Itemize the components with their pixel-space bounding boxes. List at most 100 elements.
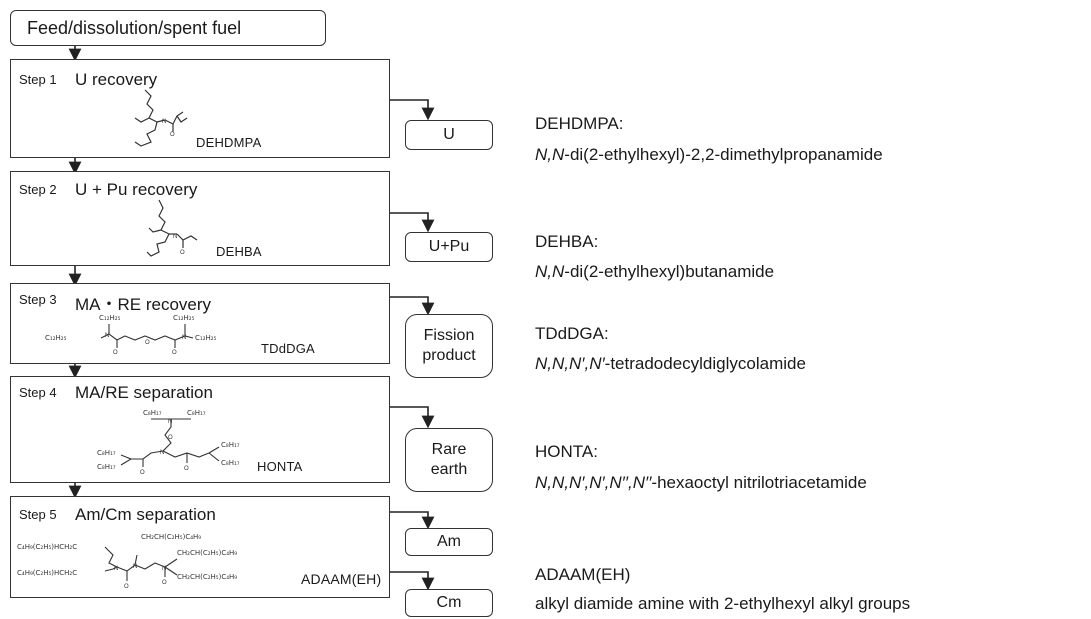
step-4-label: Step 4 — [19, 385, 57, 400]
s4-right-a-sub: C₈H₁₇ — [221, 441, 240, 449]
output-u: U — [405, 120, 493, 150]
s4-top-right-sub: C₈H₁₇ — [187, 409, 206, 417]
feed-box: Feed/dissolution/spent fuel — [10, 10, 326, 46]
svg-text:O: O — [170, 132, 175, 138]
arrow-step5-am — [390, 511, 435, 530]
desc-full-adaam-eh: alkyl diamide amine with 2-ethylhexyl al… — [535, 594, 910, 614]
dehdmpa-structure: N O — [134, 89, 188, 147]
step-2-extractant: DEHBA — [216, 244, 262, 259]
desc-full-dehba: N,N-di(2-ethylhexyl)butanamide — [535, 262, 774, 282]
output-fission-product-label: Fission product — [422, 326, 475, 366]
s5-l2-sub: C₄H₉(C₂H₅)HCH₂C — [17, 569, 77, 577]
rare-line-2: earth — [430, 461, 468, 478]
arrow-step1-u — [390, 99, 435, 121]
step-2-box: Step 2 U + Pu recovery N O DEHBA — [10, 171, 390, 266]
arrow-step5-cm — [390, 571, 435, 591]
desc-rest-dehba: -di(2-ethylhexyl)butanamide — [564, 262, 775, 281]
tddga-structure: C₁₂H₂₅ C₁₂H₂₅ C₁₂H₂₅ C₁₂H₂₅ N N O O O — [45, 314, 217, 356]
svg-text:O: O — [145, 340, 150, 346]
svg-text:N: N — [160, 450, 164, 456]
desc-rest-honta: -hexaoctyl nitrilotriacetamide — [651, 473, 867, 492]
step-1-box: Step 1 U recovery N O DEHDMPA — [10, 59, 390, 158]
rare-line-1: Rare — [431, 441, 467, 458]
arrow-step2-upu — [390, 212, 435, 233]
step-5-box: Step 5 Am/Cm separation C₄H₉(C₂H₅)HCH₂C … — [10, 496, 390, 598]
output-u-pu-label: U+Pu — [428, 238, 470, 255]
desc-rest-dehdmpa: -di(2-ethylhexyl)-2,2-dimethylpropanamid… — [564, 145, 883, 164]
step-4-box: Step 4 MA/RE separation C₈H₁₇ C₈H₁₇ C₈H₁… — [10, 376, 390, 483]
s5-t-sub: CH₂CH(C₂H₅)C₄H₉ — [141, 533, 201, 541]
svg-text:O: O — [124, 584, 129, 590]
desc-name-adaam-eh: ADAAM(EH) — [535, 565, 631, 584]
honta-structure: C₈H₁₇ C₈H₁₇ C₈H₁₇ C₈H₁₇ C₈H₁₇ C₈H₁₇ N N … — [97, 409, 240, 476]
s4-top-left-sub: C₈H₁₇ — [143, 409, 162, 417]
desc-rest-adaam-eh: alkyl diamide amine with 2-ethylhexyl al… — [535, 594, 911, 613]
output-rare-earth: Rare earth — [405, 428, 493, 492]
svg-text:N: N — [168, 419, 172, 425]
svg-text:N: N — [182, 335, 186, 341]
output-am: Am — [405, 528, 493, 556]
output-cm: Cm — [405, 589, 493, 617]
s5-r2-sub: CH₂CH(C₂H₅)C₄H₉ — [177, 573, 237, 581]
svg-text:O: O — [180, 250, 185, 256]
s3-top-right-sub: C₁₂H₂₅ — [173, 314, 195, 322]
desc-full-dehdmpa: N,N-di(2-ethylhexyl)-2,2-dimethylpropana… — [535, 145, 883, 165]
step-3-box: Step 3 MA・RE recovery C₁₂H₂₅ C₁₂H₂₅ C₁₂H… — [10, 283, 390, 364]
output-cm-label: Cm — [436, 594, 462, 611]
step-3-label: Step 3 — [19, 292, 57, 307]
step-1-extractant: DEHDMPA — [196, 135, 262, 150]
s4-right-b-sub: C₈H₁₇ — [221, 459, 240, 467]
arrow-step4-rare — [390, 406, 435, 429]
step-5-extractant: ADAAM(EH) — [301, 571, 382, 587]
feed-label: Feed/dissolution/spent fuel — [27, 17, 242, 38]
svg-text:N: N — [162, 119, 166, 125]
desc-name-dehdmpa: DEHDMPA: — [535, 114, 624, 133]
s4-left-a-sub: C₈H₁₇ — [97, 449, 116, 457]
step-3-title: MA・RE recovery — [75, 295, 212, 314]
fission-line-1: Fission — [423, 327, 475, 344]
step-4-title: MA/RE separation — [75, 383, 213, 402]
step-3-extractant: TDdDGA — [261, 341, 315, 356]
desc-name-tddga: TDdDGA: — [535, 324, 609, 343]
desc-name-dehba: DEHBA: — [535, 232, 599, 251]
step-5-title: Am/Cm separation — [75, 505, 216, 524]
svg-text:N: N — [173, 234, 177, 240]
svg-text:O: O — [162, 580, 167, 586]
step-2-label: Step 2 — [19, 182, 57, 197]
dehba-structure: N O — [146, 199, 198, 257]
desc-rest-tddga: -tetradodecyldiglycolamide — [604, 354, 806, 373]
s3-left-sub: C₁₂H₂₅ — [45, 334, 67, 342]
output-u-pu: U+Pu — [405, 232, 493, 262]
step-2-title: U + Pu recovery — [75, 180, 198, 199]
svg-text:O: O — [113, 350, 118, 356]
step-1-title: U recovery — [75, 70, 158, 89]
output-am-label: Am — [437, 533, 461, 550]
desc-prefix-honta: N,N,N′,N′,N′′,N′′ — [535, 473, 652, 492]
output-fission-product: Fission product — [405, 314, 493, 378]
svg-text:O: O — [168, 435, 173, 441]
step-4-extractant: HONTA — [257, 459, 303, 474]
step-5-label: Step 5 — [19, 507, 57, 522]
svg-text:N: N — [133, 564, 137, 570]
svg-text:O: O — [184, 466, 189, 472]
s5-r1-sub: CH₂CH(C₂H₅)C₄H₉ — [177, 549, 237, 557]
s3-top-left-sub: C₁₂H₂₅ — [99, 314, 121, 322]
s5-l1-sub: C₄H₉(C₂H₅)HCH₂C — [17, 543, 77, 551]
output-rare-earth-label: Rare earth — [431, 440, 467, 480]
desc-prefix-dehdmpa: N,N — [535, 145, 565, 164]
output-u-label: U — [443, 126, 455, 143]
svg-text:N: N — [105, 333, 109, 339]
svg-text:N: N — [162, 566, 166, 572]
step-1-label: Step 1 — [19, 72, 57, 87]
svg-text:O: O — [140, 470, 145, 476]
adaam-eh-structure: C₄H₉(C₂H₅)HCH₂C C₄H₉(C₂H₅)HCH₂C CH₂CH(C₂… — [17, 533, 237, 590]
fission-line-2: product — [422, 347, 476, 364]
desc-prefix-dehba: N,N — [535, 262, 565, 281]
desc-name-honta: HONTA: — [535, 442, 598, 461]
svg-text:O: O — [172, 350, 177, 356]
desc-prefix-tddga: N,N,N′,N′ — [535, 354, 605, 373]
svg-text:N: N — [114, 566, 118, 572]
arrow-step3-fission — [390, 296, 435, 316]
s4-left-b-sub: C₈H₁₇ — [97, 463, 116, 471]
